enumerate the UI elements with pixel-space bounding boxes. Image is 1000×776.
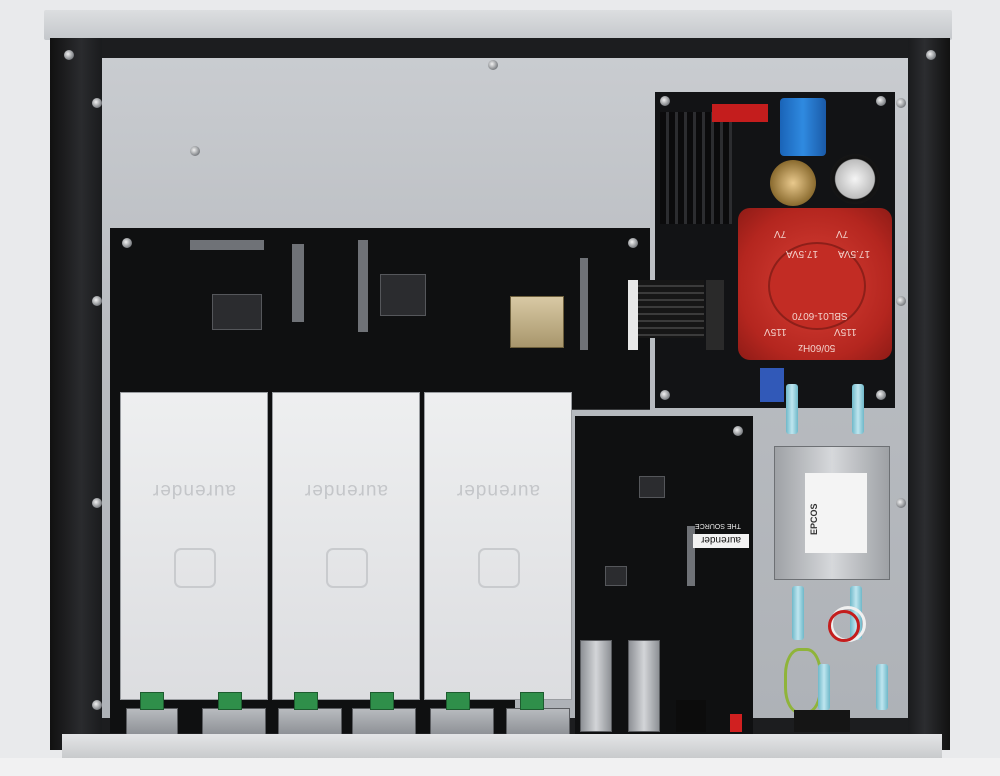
screw-icon (92, 296, 102, 306)
chassis-right-wall (908, 38, 950, 750)
transformer-model: SBL01-6070 (792, 310, 848, 321)
insulated-terminal (852, 384, 864, 434)
screw-icon (660, 390, 670, 400)
power-inlet (794, 710, 850, 732)
transformer-rating: 50/60Hz (798, 342, 836, 353)
screw-icon (876, 390, 886, 400)
screw-icon (896, 498, 906, 508)
ribbon-cable (634, 280, 704, 338)
electrolytic-capacitor (830, 154, 880, 204)
ic-chip (639, 476, 665, 498)
transformer-rating: 7V (774, 228, 787, 239)
module-cover: aurender (424, 392, 572, 700)
ic-chip (212, 294, 262, 330)
sfp-cage (580, 640, 612, 732)
insulated-terminal (818, 664, 830, 710)
rear-port (506, 708, 570, 736)
chassis-rear-strip (62, 734, 942, 758)
transformer-rating: 17.5VA (838, 248, 871, 259)
smd-array (358, 240, 368, 332)
screw-icon (628, 238, 638, 248)
board-brand-text: aurender (700, 534, 742, 545)
transformer-rating: 17.5VA (786, 248, 819, 259)
screw-icon (190, 146, 200, 156)
transformer-core (768, 242, 866, 330)
screw-icon (92, 498, 102, 508)
green-connector (446, 692, 470, 710)
module-cover: aurender (120, 392, 268, 700)
insulated-terminal (786, 384, 798, 434)
rear-port (352, 708, 416, 736)
insulated-terminal (876, 664, 888, 710)
rear-port (430, 708, 494, 736)
red-component (712, 104, 768, 122)
background (0, 758, 1000, 776)
screw-icon (92, 700, 102, 710)
module-brand-text: aurender (303, 480, 389, 501)
rear-port (126, 708, 178, 736)
chassis-top-rim (44, 10, 952, 40)
screw-icon (64, 50, 74, 60)
blue-capacitor (780, 98, 826, 156)
chassis-left-wall (50, 38, 102, 750)
smd-array (580, 258, 588, 350)
ribbon-connector (706, 280, 724, 350)
green-connector (520, 692, 544, 710)
green-connector (140, 692, 164, 710)
module-brand-text: aurender (455, 480, 541, 501)
rear-port (202, 708, 266, 736)
transformer-rating: 7V (836, 228, 849, 239)
screw-icon (896, 296, 906, 306)
filter-label: EPCOS (805, 473, 867, 553)
smd-array (190, 240, 264, 250)
toroidal-transformer: 17.5VA 17.5VA 7V 7V 115V 115V 50/60Hz SB… (738, 208, 892, 360)
module-brand-text: aurender (151, 480, 237, 501)
power-switch (730, 714, 742, 732)
clock-oscillator (510, 296, 564, 348)
board-label: aurender (693, 534, 749, 548)
red-wire (828, 610, 860, 642)
green-connector (218, 692, 242, 710)
insulated-terminal (792, 586, 804, 640)
screw-icon (92, 98, 102, 108)
transformer-rating: 115V (834, 326, 857, 337)
module-cover: aurender (272, 392, 420, 700)
blue-component (760, 368, 784, 402)
module-cover-pad (478, 548, 520, 588)
board-series-text: THE SOURCE (695, 522, 741, 529)
electrolytic-capacitor (770, 160, 816, 206)
module-cover-pad (326, 548, 368, 588)
rear-jack (676, 700, 706, 732)
heatsink (660, 112, 732, 224)
smd-array (292, 244, 304, 322)
green-connector (370, 692, 394, 710)
screw-icon (733, 426, 743, 436)
ic-chip (605, 566, 627, 586)
module-cover-pad (174, 548, 216, 588)
transformer-rating: 115V (764, 326, 787, 337)
screw-icon (122, 238, 132, 248)
smd-array (687, 526, 695, 586)
screw-icon (876, 96, 886, 106)
screw-icon (660, 96, 670, 106)
ribbon-connector (628, 280, 638, 350)
rear-port (278, 708, 342, 736)
sfp-cage (628, 640, 660, 732)
ic-chip (380, 274, 426, 316)
ground-wire (784, 648, 822, 714)
screw-icon (926, 50, 936, 60)
green-connector (294, 692, 318, 710)
screw-icon (488, 60, 498, 70)
screw-icon (896, 98, 906, 108)
filter-brand-text: EPCOS (809, 503, 819, 535)
